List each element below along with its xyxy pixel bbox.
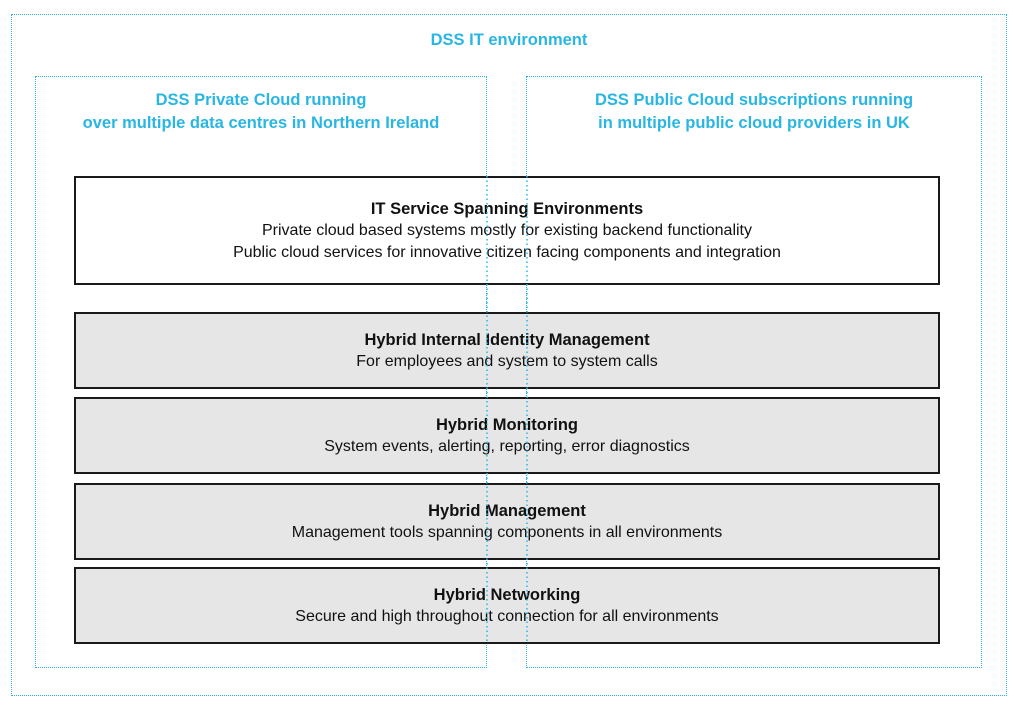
private-cloud-title-line-2: over multiple data centres in Northern I…: [82, 114, 440, 132]
it-service-spanning-environments-title: IT Service Spanning Environments: [370, 199, 644, 218]
hybrid-monitoring-title: Hybrid Monitoring: [435, 415, 579, 434]
hybrid-internal-identity-management-box: Hybrid Internal Identity Management For …: [74, 312, 940, 389]
hybrid-networking-box: Hybrid Networking Secure and high throug…: [74, 567, 940, 644]
hybrid-monitoring-box: Hybrid Monitoring System events, alertin…: [74, 397, 940, 474]
hybrid-internal-identity-management-title: Hybrid Internal Identity Management: [364, 330, 650, 349]
dss-it-environment-container: [11, 14, 1007, 696]
it-service-spanning-environments-box: IT Service Spanning Environments Private…: [74, 176, 940, 285]
public-cloud-title-line-1: DSS Public Cloud subscriptions running: [594, 91, 914, 109]
private-cloud-title-line-1: DSS Private Cloud running: [155, 91, 367, 109]
hybrid-monitoring-description: System events, alerting, reporting, erro…: [324, 437, 690, 455]
hybrid-management-title: Hybrid Management: [428, 501, 586, 520]
hybrid-networking-description: Secure and high throughout connection fo…: [295, 607, 719, 625]
it-service-spanning-environments-line-2: Public cloud services for innovative cit…: [233, 243, 781, 261]
dss-it-environment-title: DSS IT environment: [430, 31, 588, 49]
hybrid-management-description: Management tools spanning components in …: [291, 523, 723, 541]
hybrid-management-box: Hybrid Management Management tools spann…: [74, 483, 940, 560]
hybrid-networking-title: Hybrid Networking: [433, 585, 581, 604]
public-cloud-title-line-2: in multiple public cloud providers in UK: [598, 114, 910, 132]
hybrid-internal-identity-management-description: For employees and system to system calls: [356, 352, 658, 370]
public-cloud-title: DSS Public Cloud subscriptions running i…: [526, 89, 982, 135]
private-cloud-title: DSS Private Cloud running over multiple …: [35, 89, 487, 135]
it-service-spanning-environments-line-1: Private cloud based systems mostly for e…: [261, 221, 752, 239]
